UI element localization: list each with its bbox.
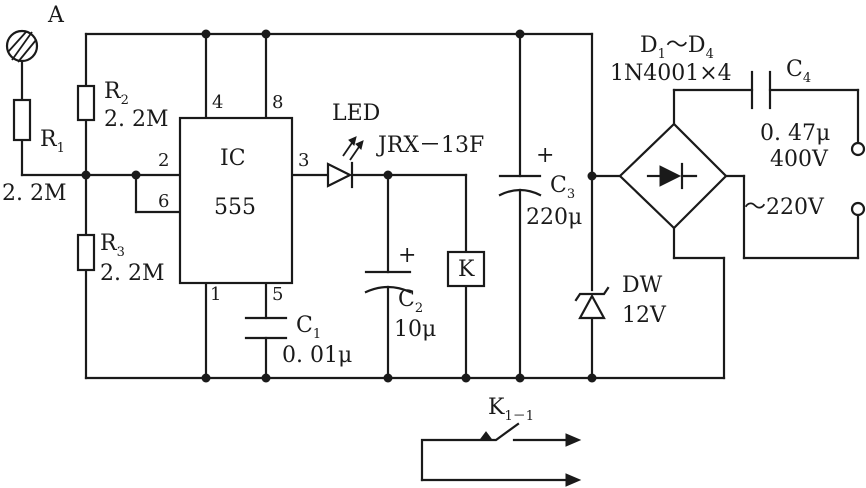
r3-value: 2. 2M — [100, 261, 165, 286]
c1-sub: 1 — [313, 327, 321, 342]
led-label: LED — [332, 101, 380, 126]
bridge-part: 1N4001×4 — [610, 61, 732, 86]
svg-text:R3: R3 — [100, 231, 125, 260]
capacitor-c1: C1 0. 01μ — [244, 313, 352, 368]
relay-coil: K — [446, 250, 486, 288]
wires — [20, 32, 860, 380]
bridge-d4-sub: 4 — [706, 47, 714, 62]
pin-1: 1 — [210, 284, 221, 305]
zener-dw: DW 12V — [574, 273, 667, 328]
terminal-bottom — [850, 201, 866, 217]
c2-value: 10μ — [394, 317, 436, 342]
resistor-r1: R1 2. 2M — [2, 98, 67, 206]
supply-terminals: ～220V — [744, 141, 866, 220]
svg-text:D1～D4: D1～D4 — [640, 33, 714, 62]
bridge-d1-sub: 1 — [658, 47, 666, 62]
svg-text:C3: C3 — [550, 173, 575, 202]
pin-6: 6 — [158, 191, 169, 212]
c3-polarity: + — [536, 143, 554, 168]
c2-sub: 2 — [415, 301, 423, 316]
c4-sub: 4 — [803, 71, 811, 86]
r2-value: 2. 2M — [104, 107, 169, 132]
bridge-rectifier: D1～D4 1N4001×4 — [610, 33, 732, 230]
pin-2: 2 — [158, 150, 169, 171]
svg-text:R1: R1 — [40, 127, 65, 156]
contact-sub: 1－1 — [504, 409, 534, 424]
ic-name: IC — [220, 146, 246, 171]
c4-value: 0. 47μ — [760, 121, 830, 146]
resistor-r2: R2 2. 2M — [76, 79, 169, 132]
relay-coil-label: K — [458, 257, 475, 282]
terminal-top — [850, 141, 866, 157]
svg-text:R2: R2 — [104, 79, 129, 108]
zener-value: 12V — [622, 303, 667, 328]
ic-part: 555 — [214, 195, 256, 220]
svg-text:C2: C2 — [398, 287, 423, 316]
bridge-sep: ～D — [666, 33, 706, 58]
r1-name: R — [40, 127, 58, 152]
c4-voltage: 400V — [770, 147, 829, 172]
zener-name: DW — [622, 273, 663, 298]
c3-name: C — [550, 173, 567, 198]
lamp-a: A — [5, 3, 65, 63]
c4-name: C — [786, 57, 803, 82]
pin-3: 3 — [298, 150, 309, 171]
r2-name: R — [104, 79, 122, 104]
c3-sub: 3 — [567, 187, 575, 202]
r3-sub: 3 — [117, 245, 125, 260]
r1-sub: 1 — [57, 141, 65, 156]
svg-text:C4: C4 — [786, 57, 811, 86]
capacitor-c2: + C2 10μ — [364, 243, 436, 342]
pin-4: 4 — [212, 92, 223, 113]
pin-8: 8 — [272, 92, 283, 113]
relay-contact: K1－1 — [420, 395, 582, 487]
r3-name: R — [100, 231, 118, 256]
junctions — [81, 29, 597, 383]
resistor-r3: R3 2. 2M — [76, 231, 165, 286]
c1-name: C — [296, 313, 313, 338]
svg-text:K1－1: K1－1 — [488, 395, 534, 424]
svg-text:C1: C1 — [296, 313, 321, 342]
led: LED — [326, 101, 380, 189]
bridge-d1: D — [640, 33, 658, 58]
c3-value: 220μ — [526, 205, 582, 230]
r1-value: 2. 2M — [2, 181, 67, 206]
contact-name: K — [488, 395, 505, 420]
c2-name: C — [398, 287, 415, 312]
c1-value: 0. 01μ — [282, 343, 352, 368]
c2-polarity: + — [398, 243, 416, 268]
capacitor-c3: + C3 220μ — [498, 143, 582, 230]
capacitor-c4: C4 0. 47μ 400V — [750, 57, 830, 172]
r2-sub: 2 — [121, 93, 129, 108]
lamp-label: A — [47, 3, 65, 28]
supply-label: ～220V — [744, 195, 825, 220]
relay-model: JRX－13F — [376, 133, 484, 158]
pin-5: 5 — [272, 284, 283, 305]
ic-555: IC 555 4 8 2 6 3 1 5 — [158, 92, 309, 305]
